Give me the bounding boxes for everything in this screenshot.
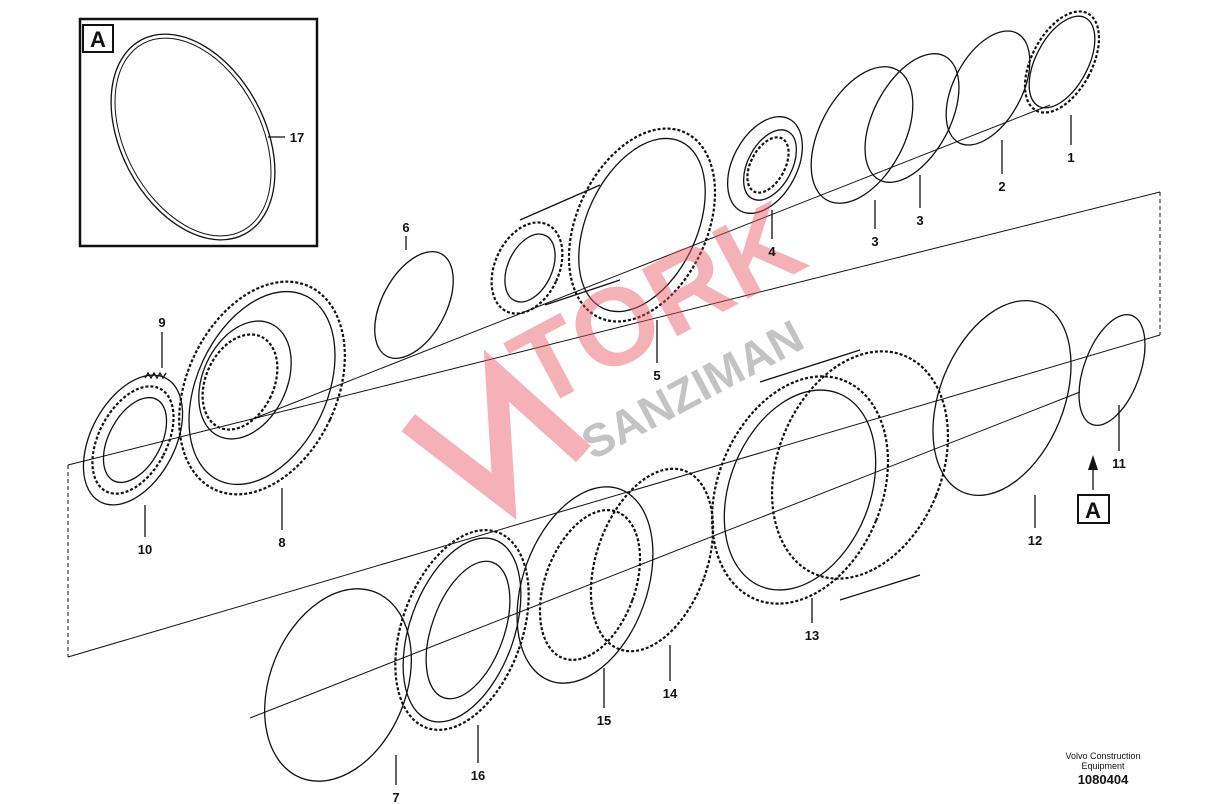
part-label-11: 11 <box>1112 456 1126 471</box>
part-label-13: 13 <box>805 628 819 643</box>
part-label-16: 16 <box>471 768 485 783</box>
part-15-friction-disc <box>516 486 654 684</box>
part-6-ring <box>374 250 454 360</box>
inset-label: A <box>90 27 106 52</box>
part-label-10: 10 <box>138 542 152 557</box>
part-8-carrier <box>178 280 346 496</box>
part-7-ring <box>264 588 412 782</box>
part-4-bearing <box>727 116 803 214</box>
part-10-thrust-plate <box>82 374 184 506</box>
part-12-ring <box>932 299 1072 497</box>
inset-detail-a: A <box>78 17 319 248</box>
footer-drawing-number: 1080404 <box>1077 772 1129 787</box>
part-label-15: 15 <box>597 713 611 728</box>
part-1-ring-gear <box>1023 10 1101 114</box>
part-label-1: 1 <box>1067 150 1074 165</box>
part-13-drum <box>710 349 950 605</box>
part-17-ring <box>110 33 276 241</box>
part-14-disc <box>589 467 715 653</box>
part-label-8: 8 <box>278 535 285 550</box>
part-5-gear-shaft <box>490 127 717 323</box>
part-label-17: 17 <box>290 130 304 145</box>
part-3-ring-b <box>810 66 914 204</box>
part-16-piston <box>394 529 530 731</box>
footer-company: Volvo Construction Equipment <box>1065 751 1141 771</box>
part-label-9: 9 <box>158 315 165 330</box>
part-label-5: 5 <box>653 368 660 383</box>
part-2-snap-ring <box>945 30 1031 146</box>
part-11-ring <box>1078 314 1146 426</box>
part-3-ring-a <box>864 53 960 183</box>
part-label-3b: 3 <box>871 234 878 249</box>
part-label-2: 2 <box>998 179 1005 194</box>
part-label-6: 6 <box>402 220 409 235</box>
view-marker-label: A <box>1085 498 1101 523</box>
part-label-3a: 3 <box>916 213 923 228</box>
view-marker-box <box>1077 494 1110 524</box>
leader-lines <box>144 115 1120 785</box>
part-label-7: 7 <box>392 790 399 804</box>
assembly-axis-frame <box>67 104 1161 719</box>
watermark-logo: TORK SANZIMAN <box>401 178 822 520</box>
part-label-4: 4 <box>768 244 776 259</box>
part-label-14: 14 <box>663 686 678 701</box>
part-label-12: 12 <box>1028 533 1042 548</box>
